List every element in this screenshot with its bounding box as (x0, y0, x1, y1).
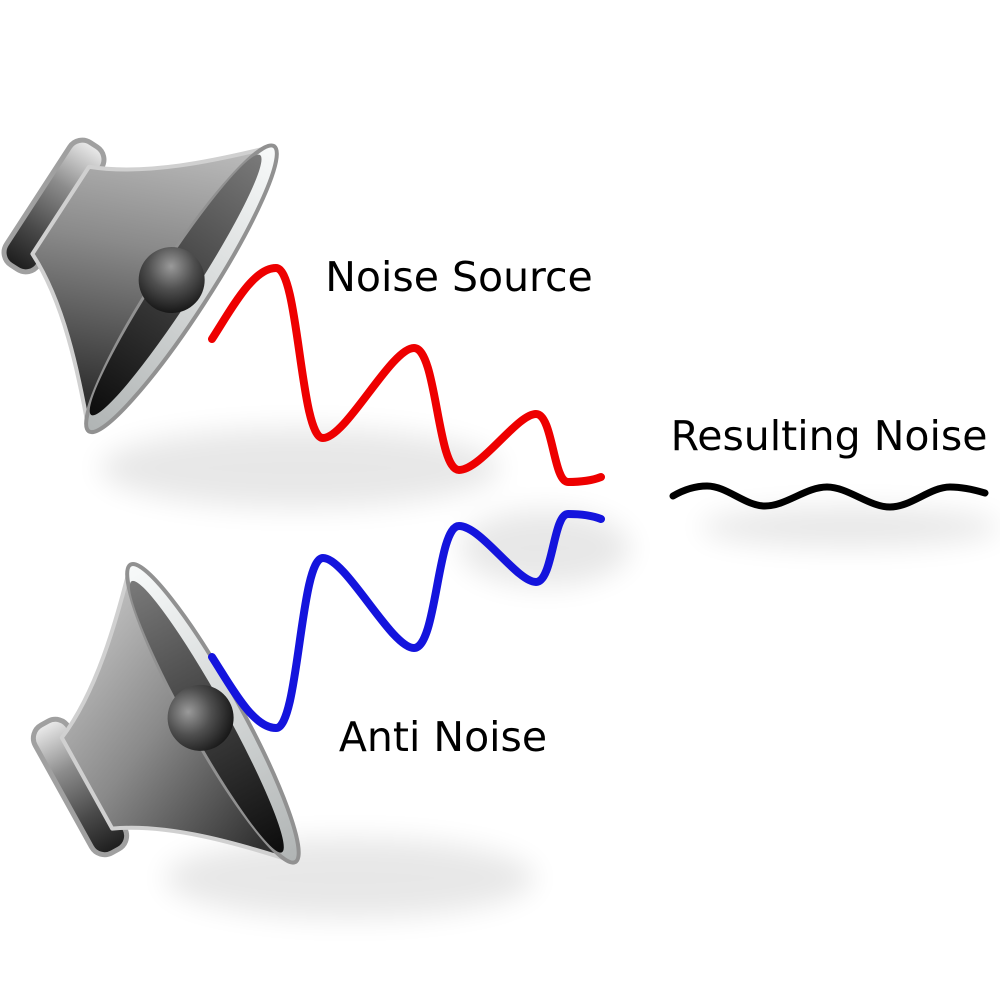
noise-source-label: Noise Source (325, 253, 593, 301)
anti-noise-label: Anti Noise (338, 713, 548, 761)
resulting-noise-label: Resulting Noise (670, 412, 988, 460)
speaker-icon (0, 53, 297, 446)
noise-source-wave (208, 263, 605, 487)
anti-noise-wave (208, 509, 605, 733)
soft-shadows (100, 428, 1000, 918)
resulting-noise-wave (669, 482, 989, 511)
